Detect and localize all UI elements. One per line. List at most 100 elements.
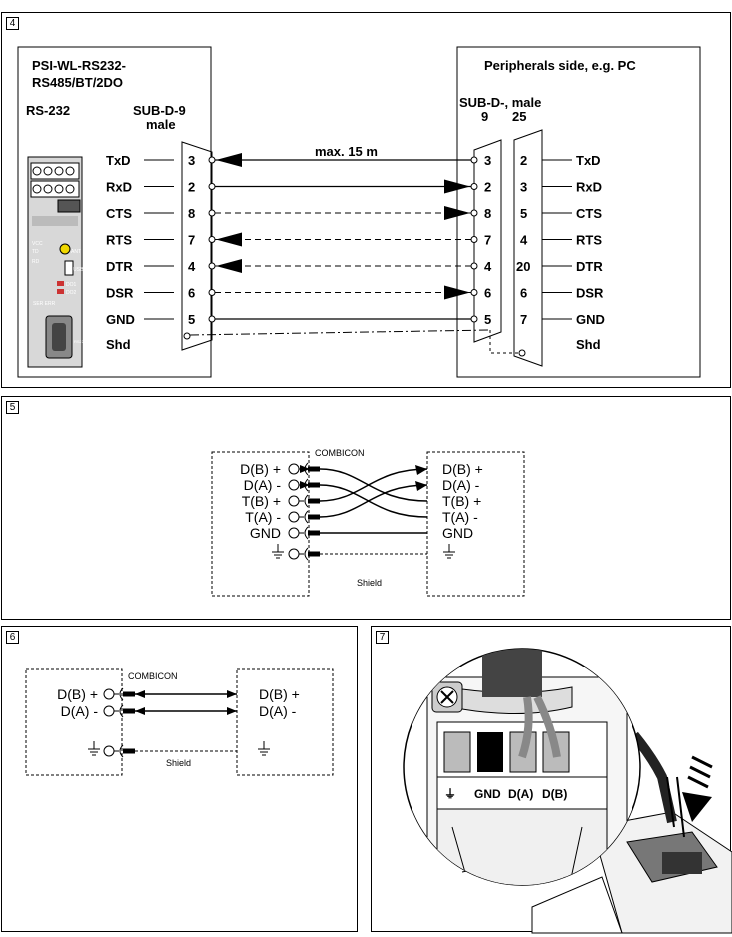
left-signal-label: DSR: [106, 286, 134, 301]
subd-male-label: SUB-D-, male: [459, 95, 541, 110]
terminal-circle: [103, 688, 115, 700]
panel-number: 7: [376, 631, 389, 644]
subd9-label: SUB-D-9: [133, 103, 186, 118]
rs232-label: RS-232: [26, 103, 70, 118]
left-label: GND: [250, 525, 281, 541]
terminal-circle: [288, 479, 300, 491]
right-pin-terminal: [470, 183, 478, 190]
direction-arrow-left-icon: [216, 232, 242, 247]
right-pin-terminal: [470, 315, 478, 323]
combicon-socket: [119, 704, 124, 718]
combicon-plug: [308, 466, 320, 472]
combicon-socket: [304, 526, 309, 540]
crossover-wires: [300, 465, 428, 555]
terminal-circle: [288, 495, 300, 507]
shield-link-right: [489, 330, 522, 354]
left-pin-number: 3: [188, 153, 195, 168]
combicon-plug: [308, 514, 320, 520]
right-label: T(A) -: [442, 509, 478, 525]
panel-7-terminal-photo: 7: [371, 626, 732, 934]
terminal-circle: [288, 548, 300, 560]
right-label: D(A) -: [442, 477, 480, 493]
combicon-plug: [123, 708, 135, 714]
arrow-right-icon: [415, 481, 427, 491]
left-pin-number: 6: [188, 286, 195, 301]
left-pin-terminal: [208, 209, 216, 217]
left-signal-label: RxD: [106, 180, 132, 195]
left-pin-terminal: [208, 289, 216, 296]
down-arrow-icon: [682, 755, 713, 822]
right-signal-label: RxD: [576, 180, 602, 195]
right-pin-terminal: [470, 209, 478, 217]
subd25-connector-right: [513, 129, 543, 367]
shd-right-label: Shd: [576, 337, 601, 352]
right-device-box: [236, 668, 334, 776]
right-pin-terminal: [470, 236, 478, 243]
panel-number: 5: [6, 401, 19, 414]
subd9-connector-right: [473, 139, 502, 343]
subd9-connector-left: [181, 141, 213, 351]
vcc-text: VCC: [32, 241, 43, 247]
connection-row: D(B) +D(B) +: [240, 461, 483, 477]
direction-arrow-left-icon: [216, 259, 242, 273]
panel-4-rs232-wiring: 4 PSI-WL-RS232- RS485/BT/2DO RS-232 SUB-…: [1, 12, 731, 388]
left-pin-terminal: [208, 262, 216, 270]
left-signal-label: TxD: [106, 153, 131, 168]
terminal-illustration: ⏚ GND D(A) D(B): [403, 648, 732, 934]
left-signal-label: RTS: [106, 233, 132, 248]
left-signal-label: DTR: [106, 259, 133, 274]
do2-text: DO2: [66, 290, 77, 296]
left-pin-terminal: [208, 236, 216, 243]
arrow-left-icon: [135, 690, 145, 698]
right-pin9-number: 2: [484, 180, 491, 195]
left-label: T(A) -: [245, 509, 281, 525]
terminal-circle: [103, 745, 115, 757]
right-label: T(B) +: [442, 493, 481, 509]
right-ground-label: ⏚: [449, 546, 463, 562]
arrow-right-icon: [415, 465, 427, 475]
combicon-plug: [308, 482, 320, 488]
combicon-socket: [119, 744, 124, 758]
right-signal-label: DTR: [576, 259, 603, 274]
arrow-left-icon: [300, 481, 310, 489]
right-signal-label: RTS: [576, 233, 602, 248]
right-signal-label: CTS: [576, 206, 602, 221]
arrow-right-icon: [227, 690, 237, 698]
zoom-content: [412, 649, 632, 885]
terminal-circle: [288, 463, 300, 475]
combicon-plug: [308, 530, 320, 536]
combicon-plug: [123, 691, 135, 697]
left-label: D(B) +: [240, 461, 281, 477]
ground-icon: [443, 544, 455, 559]
terminal-circle: [103, 705, 115, 717]
left-pin-number: 8: [188, 206, 195, 221]
right-device-box: [426, 451, 525, 597]
rs232-wiring-diagram: PSI-WL-RS232- RS485/BT/2DO RS-232 SUB-D-…: [17, 46, 701, 378]
right-pin9-number: 4: [484, 259, 492, 274]
left-pin-terminal: [208, 183, 216, 190]
shield-line: [189, 329, 491, 336]
right-pin-terminal: [470, 289, 478, 296]
right-label: D(B) +: [259, 686, 300, 702]
combicon-plug: [308, 551, 320, 557]
ant-text: ANT: [71, 249, 81, 255]
rs232-port-text: RS232: [74, 339, 87, 344]
direction-arrow-right-icon: [444, 179, 470, 194]
device-title-1: PSI-WL-RS232-: [32, 58, 126, 73]
right-pin9-number: 8: [484, 206, 491, 221]
terminal-label-db: D(B): [542, 787, 567, 801]
device-illustration: VCC TD RD ANT USB DO1 DO2 SER ERR RS232: [27, 156, 87, 368]
terminal-label-da: D(A): [508, 787, 533, 801]
panel-5-rs485-4wire: 5 COMBICON D(B) +D(B) +D(A) -D(A) -T(B) …: [1, 396, 731, 620]
cable: [630, 731, 685, 838]
right-pin-terminal: [470, 262, 478, 270]
left-pin-terminal: [208, 315, 216, 323]
rs485-2wire-diagram: COMBICON D(B) +D(B) +D(A) -D(A) -⏚⏚ Shie…: [25, 668, 334, 776]
left-signal-label: GND: [106, 312, 135, 327]
distance-label: max. 15 m: [315, 144, 378, 159]
connection-row: ⏚⏚: [272, 544, 463, 562]
